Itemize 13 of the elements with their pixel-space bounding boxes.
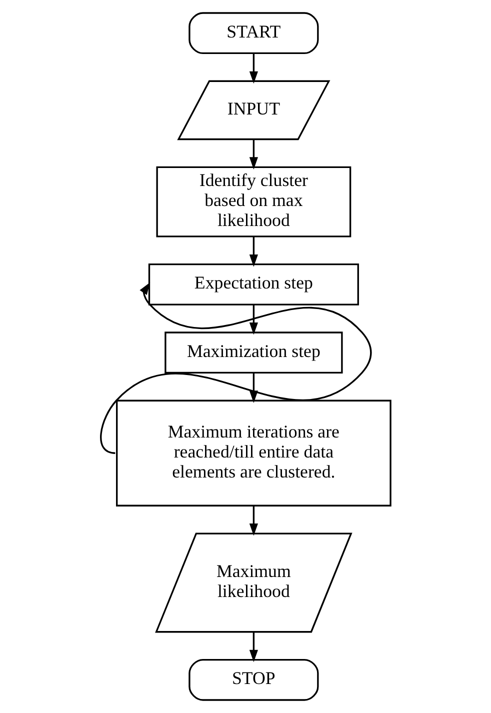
node-box: Expectation step — [148, 264, 359, 306]
arrow — [249, 236, 258, 267]
arrow — [249, 506, 258, 536]
arrow — [249, 632, 258, 662]
arrow — [249, 304, 258, 335]
node-box: START — [188, 12, 319, 54]
node-box: STOP — [188, 658, 319, 701]
arrow — [100, 282, 372, 454]
arrow — [249, 54, 258, 84]
node-box: Identify cluster based on max likelihood — [156, 166, 352, 238]
node-box: Maximization step — [164, 332, 343, 374]
node-box: Maximum iterations are reached/till entire data elements are clustered. — [116, 400, 392, 506]
arrow — [249, 140, 258, 170]
